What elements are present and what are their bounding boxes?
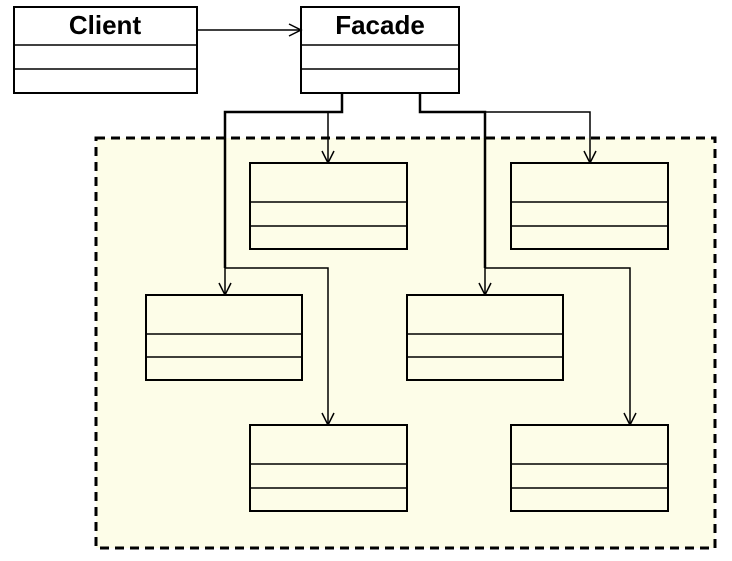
- subsystem-class-2[interactable]: [510, 162, 669, 250]
- subsystem-class-3[interactable]: [145, 294, 303, 381]
- arrow-to-class-top-right: [485, 111, 597, 165]
- subsystem-class-4[interactable]: [406, 294, 564, 381]
- facade-right-trunk: [418, 93, 487, 268]
- subsystem-class-6[interactable]: [510, 424, 669, 512]
- arrow-to-class-bottom-left: [225, 267, 335, 427]
- subsystem-class-5[interactable]: [249, 424, 408, 512]
- client-class[interactable]: Client: [13, 6, 198, 94]
- client-class-name: Client: [69, 10, 142, 40]
- arrow-to-class-bottom-right: [485, 267, 637, 427]
- facade-class[interactable]: Facade: [300, 6, 460, 94]
- subsystem-class-1[interactable]: [249, 162, 408, 250]
- facade-left-trunk: [223, 93, 344, 268]
- facade-class-name: Facade: [335, 10, 425, 40]
